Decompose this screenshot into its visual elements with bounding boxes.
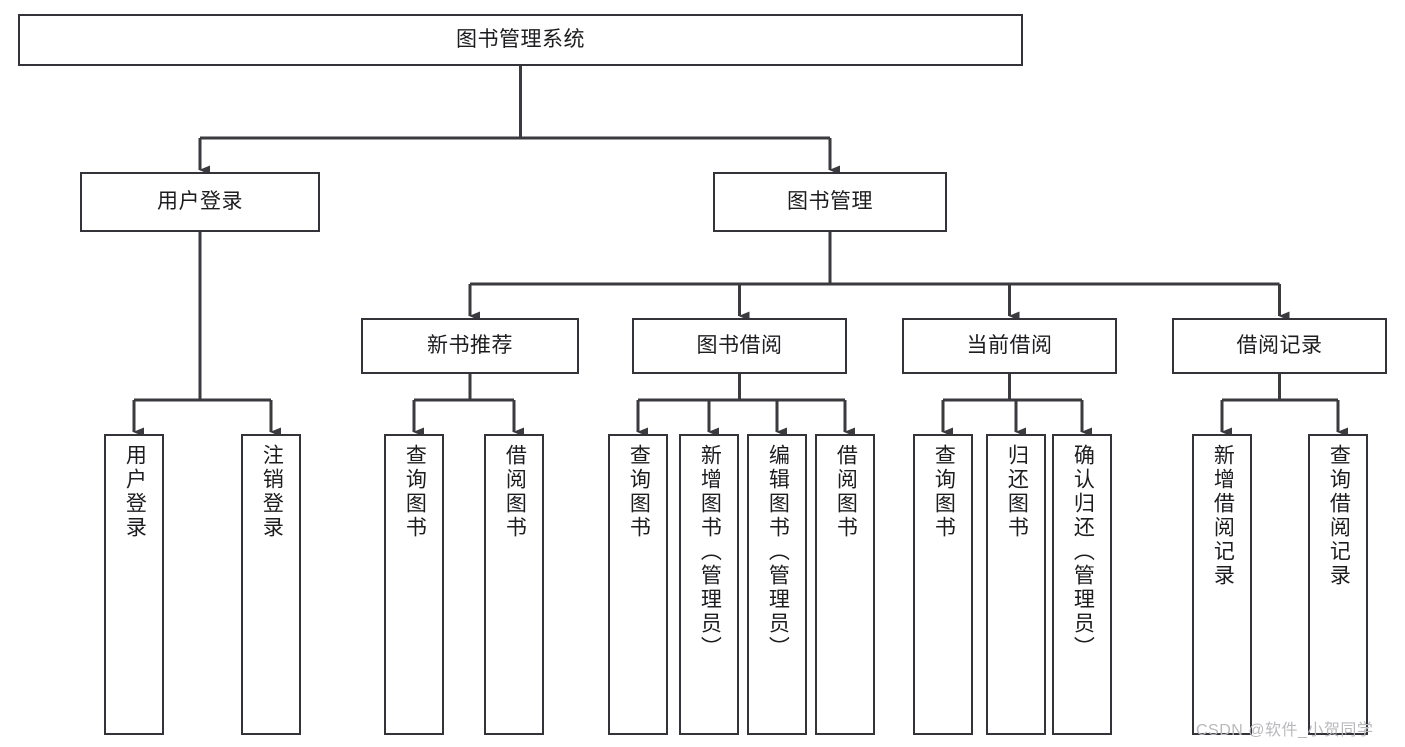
node-label-leaf-user-logout: 注销登录: [260, 444, 284, 540]
node-label-leaf-borrow-book-2: 借阅图书: [834, 444, 858, 540]
node-label-leaf-add-book: 新增图书（管理员）: [698, 444, 722, 660]
node-leaf-return-book[interactable]: 归还图书: [986, 434, 1046, 735]
node-borrow-record[interactable]: 借阅记录: [1172, 318, 1387, 374]
node-label-leaf-confirm-return: 确认归还（管理员）: [1071, 444, 1095, 660]
node-label-borrow-record: 借阅记录: [1236, 333, 1323, 357]
node-label-root: 图书管理系统: [456, 27, 585, 51]
node-leaf-query-book-1[interactable]: 查询图书: [384, 434, 444, 735]
node-leaf-borrow-book-1[interactable]: 借阅图书: [484, 434, 544, 735]
node-leaf-user-login[interactable]: 用户登录: [104, 434, 164, 735]
node-label-leaf-query-book-3: 查询图书: [932, 444, 956, 540]
node-label-new-book-rec: 新书推荐: [427, 333, 513, 357]
node-label-book-borrow: 图书借阅: [696, 333, 783, 357]
node-leaf-add-record[interactable]: 新增借阅记录: [1192, 434, 1252, 735]
node-leaf-borrow-book-2[interactable]: 借阅图书: [815, 434, 875, 735]
connector-group: [132, 66, 1348, 437]
node-leaf-add-book[interactable]: 新增图书（管理员）: [679, 434, 739, 735]
node-label-current-borrow: 当前借阅: [966, 333, 1053, 357]
node-label-leaf-query-book-2: 查询图书: [627, 444, 651, 540]
node-leaf-query-record[interactable]: 查询借阅记录: [1308, 434, 1368, 735]
node-leaf-confirm-return[interactable]: 确认归还（管理员）: [1052, 434, 1112, 735]
node-leaf-user-logout[interactable]: 注销登录: [241, 434, 301, 735]
node-label-leaf-user-login: 用户登录: [123, 444, 147, 540]
node-leaf-query-book-2[interactable]: 查询图书: [608, 434, 668, 735]
node-new-book-rec[interactable]: 新书推荐: [361, 318, 579, 374]
node-label-user-login: 用户登录: [157, 189, 243, 213]
node-book-manage[interactable]: 图书管理: [713, 172, 947, 232]
node-label-leaf-query-record: 查询借阅记录: [1327, 444, 1351, 588]
node-book-borrow[interactable]: 图书借阅: [632, 318, 847, 374]
node-label-book-manage: 图书管理: [787, 189, 873, 213]
node-leaf-query-book-3[interactable]: 查询图书: [913, 434, 973, 735]
csdn-watermark: CSDN @软件_小贺同学: [1196, 722, 1374, 739]
node-label-leaf-borrow-book-1: 借阅图书: [503, 444, 527, 540]
node-label-leaf-query-book-1: 查询图书: [403, 444, 427, 540]
node-label-leaf-add-record: 新增借阅记录: [1211, 444, 1235, 588]
node-label-leaf-edit-book: 编辑图书（管理员）: [766, 444, 790, 660]
node-leaf-edit-book[interactable]: 编辑图书（管理员）: [747, 434, 807, 735]
node-user-login[interactable]: 用户登录: [80, 172, 320, 232]
node-current-borrow[interactable]: 当前借阅: [902, 318, 1117, 374]
node-root[interactable]: 图书管理系统: [18, 14, 1023, 66]
node-label-leaf-return-book: 归还图书: [1005, 444, 1029, 540]
